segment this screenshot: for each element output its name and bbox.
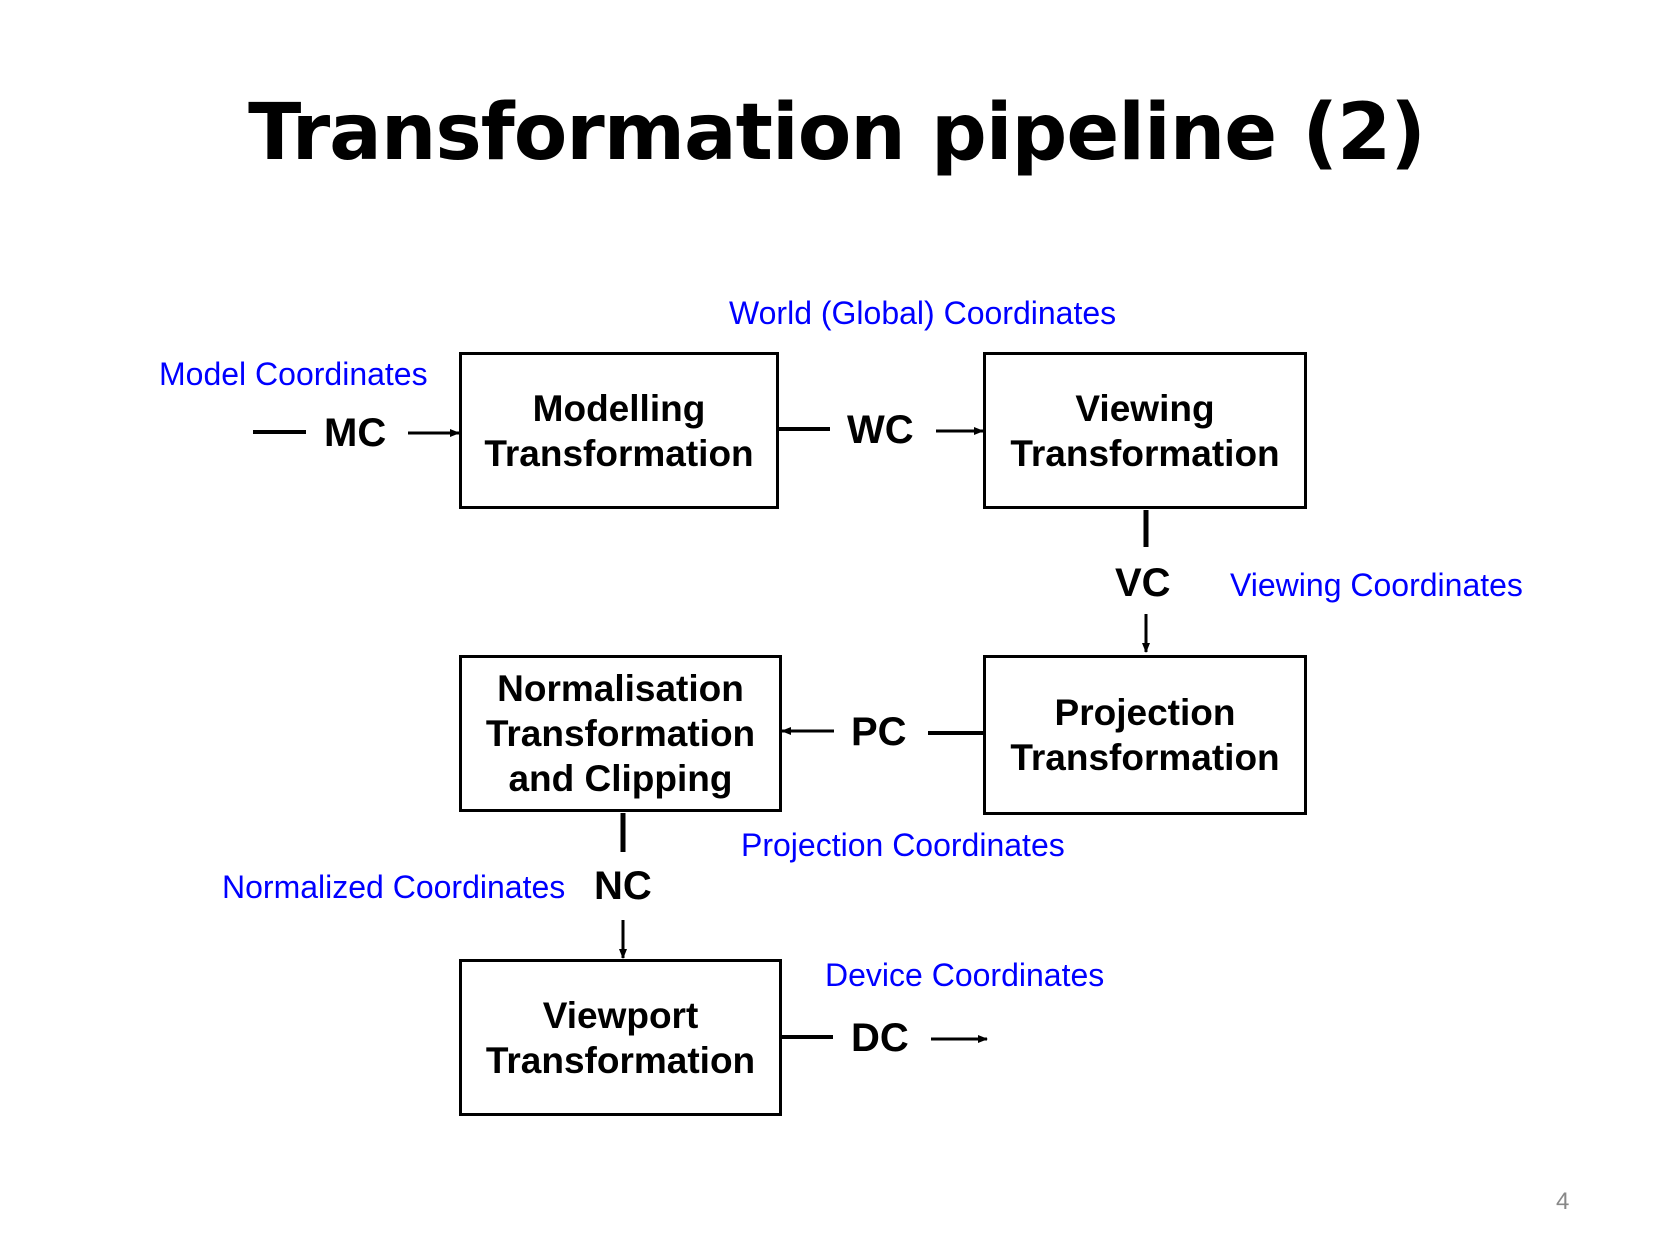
- viewport-transformation-box: Viewport Transformation: [459, 959, 782, 1116]
- box-label-line: Viewport: [542, 994, 699, 1036]
- device-coordinates-label: Device Coordinates: [825, 957, 1105, 993]
- nc-label: NC: [594, 864, 652, 908]
- normalisation-transformation-box: Normalisation Transformation and Clippin…: [459, 655, 782, 812]
- box-label-line: and Clipping: [508, 758, 733, 799]
- viewing-coordinates-label: Viewing Coordinates: [1230, 567, 1523, 603]
- world-coordinates-label: World (Global) Coordinates: [729, 295, 1117, 331]
- box-label-line: Viewing: [1075, 387, 1215, 429]
- page-number: 4: [1556, 1188, 1570, 1215]
- projection-transformation-box: Projection Transformation: [983, 655, 1307, 815]
- vc-label: VC: [1115, 561, 1171, 605]
- modelling-transformation-box: Modelling Transformation: [459, 352, 779, 509]
- box-label-line: Transformation: [485, 1039, 756, 1081]
- pc-label: PC: [851, 710, 907, 754]
- box-label-line: Transformation: [485, 713, 756, 754]
- box-label-line: Normalisation: [497, 668, 744, 709]
- viewing-transformation-box: Viewing Transformation: [983, 352, 1307, 509]
- box-label-line: Transformation: [484, 432, 754, 474]
- model-coordinates-label: Model Coordinates: [159, 356, 428, 392]
- box-label-line: Transformation: [1010, 737, 1280, 778]
- box-label-line: Modelling: [532, 387, 706, 429]
- page-title: Transformation pipeline (2): [248, 88, 1426, 178]
- box-label-line: Projection: [1054, 692, 1236, 733]
- box-label-line: Transformation: [1010, 432, 1280, 474]
- normalized-coordinates-label: Normalized Coordinates: [222, 869, 566, 905]
- wc-label: WC: [847, 408, 914, 452]
- projection-coordinates-label: Projection Coordinates: [741, 827, 1065, 863]
- mc-label: MC: [324, 411, 387, 455]
- dc-label: DC: [851, 1016, 909, 1060]
